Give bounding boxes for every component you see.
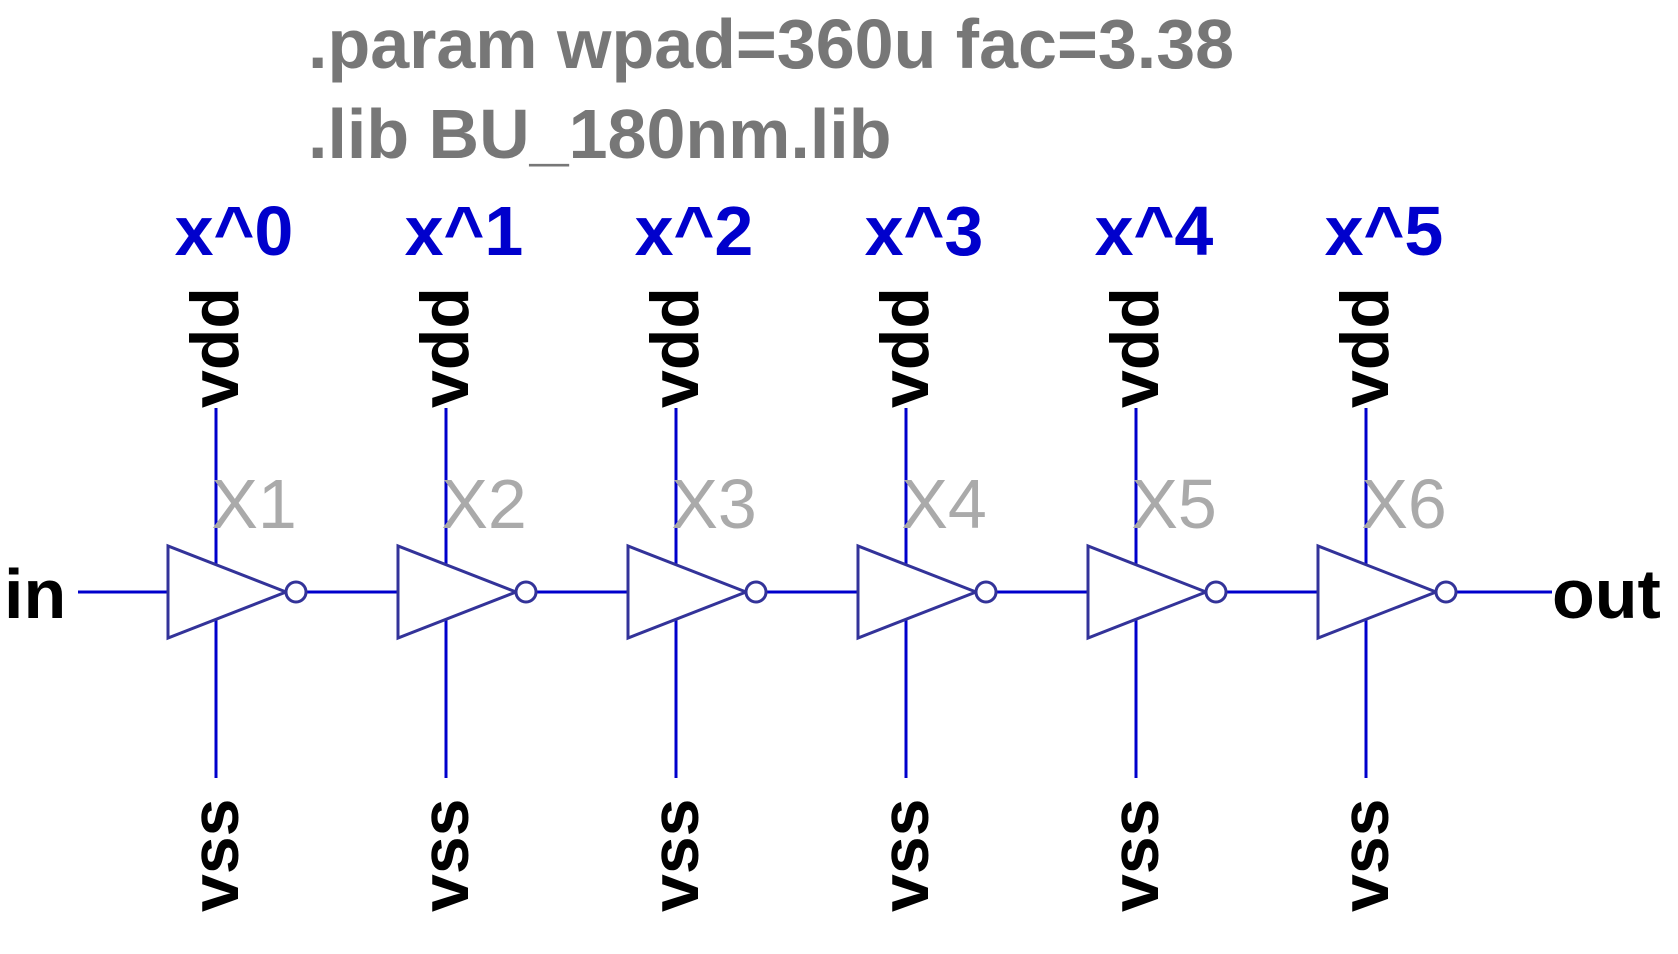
inverter-output-bubble (1204, 580, 1228, 604)
vss-label[interactable]: vss (1097, 799, 1173, 912)
inverter-symbol[interactable] (1316, 543, 1441, 641)
inverter-stage: X4 x^3 vdd vss (856, 192, 998, 912)
stage-param-label[interactable]: x^0 (175, 192, 294, 270)
instance-name[interactable]: X6 (1361, 465, 1447, 543)
inverter-output-bubble (514, 580, 538, 604)
directive-lib[interactable]: .lib BU_180nm.lib (308, 95, 891, 173)
inverter-stage: X2 x^1 vdd vss (396, 192, 538, 912)
inverter-output-bubble (1434, 580, 1458, 604)
inverter-output-bubble (284, 580, 308, 604)
vss-label[interactable]: vss (867, 799, 943, 912)
inverter-symbol[interactable] (626, 543, 751, 641)
vss-label[interactable]: vss (407, 799, 483, 912)
vdd-label[interactable]: vdd (407, 287, 483, 408)
stage-param-label[interactable]: x^1 (405, 192, 524, 270)
vdd-label[interactable]: vdd (1097, 287, 1173, 408)
directive-param[interactable]: .param wpad=360u fac=3.38 (308, 5, 1234, 83)
stage-param-label[interactable]: x^3 (865, 192, 984, 270)
spice-directives: .param wpad=360u fac=3.38 .lib BU_180nm.… (308, 5, 1234, 173)
instance-name[interactable]: X5 (1131, 465, 1217, 543)
instance-name[interactable]: X2 (441, 465, 527, 543)
inverter-symbol[interactable] (166, 543, 291, 641)
inverter-stage: X5 x^4 vdd vss (1086, 192, 1228, 912)
output-port-label[interactable]: out (1552, 555, 1661, 633)
vdd-label[interactable]: vdd (867, 287, 943, 408)
vss-label[interactable]: vss (177, 799, 253, 912)
stage-param-label[interactable]: x^2 (635, 192, 754, 270)
instance-name[interactable]: X1 (211, 465, 297, 543)
inverter-stage: X3 x^2 vdd vss (626, 192, 768, 912)
io-ports: in out (4, 555, 1661, 633)
inverter-symbol[interactable] (1086, 543, 1211, 641)
vdd-label[interactable]: vdd (177, 287, 253, 408)
input-port-label[interactable]: in (4, 555, 66, 633)
stage-param-label[interactable]: x^4 (1095, 192, 1214, 270)
vss-label[interactable]: vss (637, 799, 713, 912)
inverter-stage: X1 x^0 vdd vss (166, 192, 308, 912)
inverter-output-bubble (744, 580, 768, 604)
stage-param-label[interactable]: x^5 (1325, 192, 1444, 270)
inverter-output-bubble (974, 580, 998, 604)
vss-label[interactable]: vss (1327, 799, 1403, 912)
instance-name[interactable]: X3 (671, 465, 757, 543)
vdd-label[interactable]: vdd (1327, 287, 1403, 408)
instance-name[interactable]: X4 (901, 465, 987, 543)
inverter-stage: X6 x^5 vdd vss (1316, 192, 1458, 912)
inverter-symbol[interactable] (396, 543, 521, 641)
inverter-stages: X1 x^0 vdd vss X2 x^1 vdd vss X3 x^2 vdd vss X4 x^3 vd… (166, 192, 1458, 912)
vdd-label[interactable]: vdd (637, 287, 713, 408)
inverter-symbol[interactable] (856, 543, 981, 641)
